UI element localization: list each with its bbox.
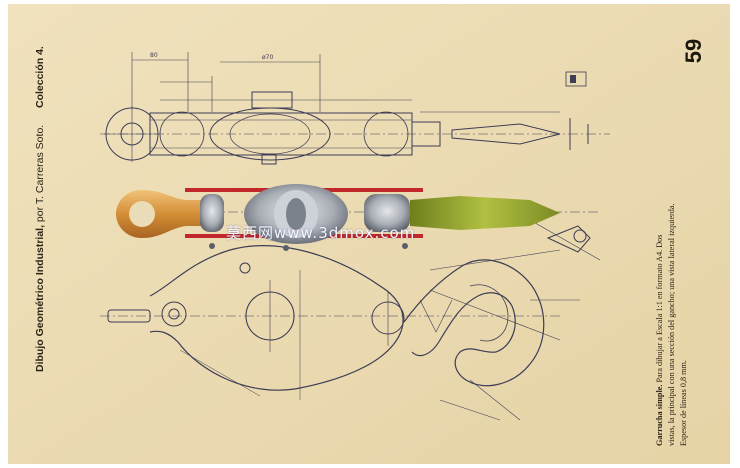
top-view-drawing: 80 ø70: [100, 52, 610, 165]
caption-line-1: Garrucha simple. Para dibujar a Escala 1…: [655, 235, 664, 446]
caption-text-1: Para dibujar a Escala 1:1 en formato A4.…: [655, 234, 664, 385]
series-label: Colección 4.: [34, 46, 46, 108]
caption-line-2: vistas, la principal con una sección del…: [667, 203, 676, 446]
rendered-model: [116, 184, 560, 251]
caption-heading: Garrucha simple.: [655, 384, 664, 446]
stamp-mark: [565, 71, 587, 87]
caption-line-3: Espesor de líneas 0,8 mm.: [679, 360, 688, 446]
main-view-drawing: [100, 245, 580, 421]
book-header: Dibujo Geométrico Industrial, por T. Car…: [34, 125, 46, 372]
svg-text:80: 80: [150, 52, 158, 59]
watermark-text: 莫西网www.3dmox.com: [226, 224, 416, 242]
page-number: 59: [681, 38, 706, 64]
book-author: por T. Carreras Soto.: [34, 124, 46, 225]
book-title: Dibujo Geométrico Industrial,: [34, 224, 46, 372]
svg-text:ø70: ø70: [262, 54, 273, 61]
